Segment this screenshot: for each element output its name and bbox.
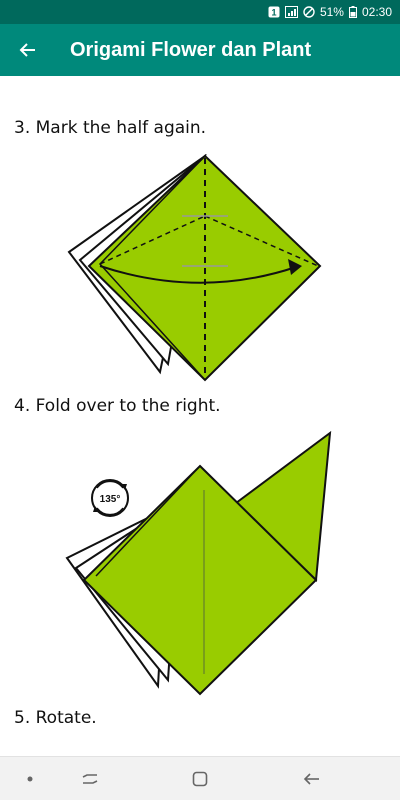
step-4-diagram: 135° — [65, 430, 332, 696]
status-bar: 1 51% 02:30 — [0, 0, 400, 24]
do-not-disturb-icon — [303, 6, 315, 18]
fold-guide-right — [204, 215, 319, 267]
recent-apps-icon — [82, 774, 98, 784]
fold-arrow-curve — [99, 265, 297, 284]
system-nav-bar — [0, 756, 400, 800]
clock: 02:30 — [361, 5, 392, 19]
nav-dot-button[interactable] — [0, 757, 60, 800]
back-icon — [303, 773, 319, 785]
signal-icon — [284, 6, 298, 18]
step-3-diagram — [67, 154, 322, 382]
step-caption-4: 4. Fold over to the right. — [14, 396, 221, 416]
notification-badge-icon: 1 — [268, 6, 280, 18]
rotate-135-icon — [91, 479, 129, 517]
instruction-content[interactable]: 3. Mark the half again. 4. Fold over to … — [0, 76, 400, 756]
paper-diamond — [82, 464, 318, 696]
home-icon — [192, 771, 208, 787]
back-button[interactable] — [0, 24, 56, 76]
fold-guide-left — [99, 215, 206, 265]
arrow-back-icon — [19, 43, 35, 57]
nav-back-button[interactable] — [282, 757, 342, 800]
dot-icon — [27, 776, 33, 782]
svg-text:1: 1 — [271, 8, 276, 18]
rotation-label: 135° — [100, 494, 121, 505]
step-caption-5: 5. Rotate. — [14, 708, 97, 728]
fold-arrow-head — [288, 259, 302, 275]
recent-apps-button[interactable] — [60, 757, 120, 800]
home-button[interactable] — [170, 757, 230, 800]
step-caption-3: 3. Mark the half again. — [14, 118, 207, 138]
page-title: Origami Flower dan Plant — [70, 38, 312, 61]
battery-percent: 51% — [319, 5, 344, 19]
flap-edge — [95, 465, 201, 577]
app-bar: Origami Flower dan Plant — [0, 24, 400, 76]
battery-icon — [348, 6, 357, 18]
